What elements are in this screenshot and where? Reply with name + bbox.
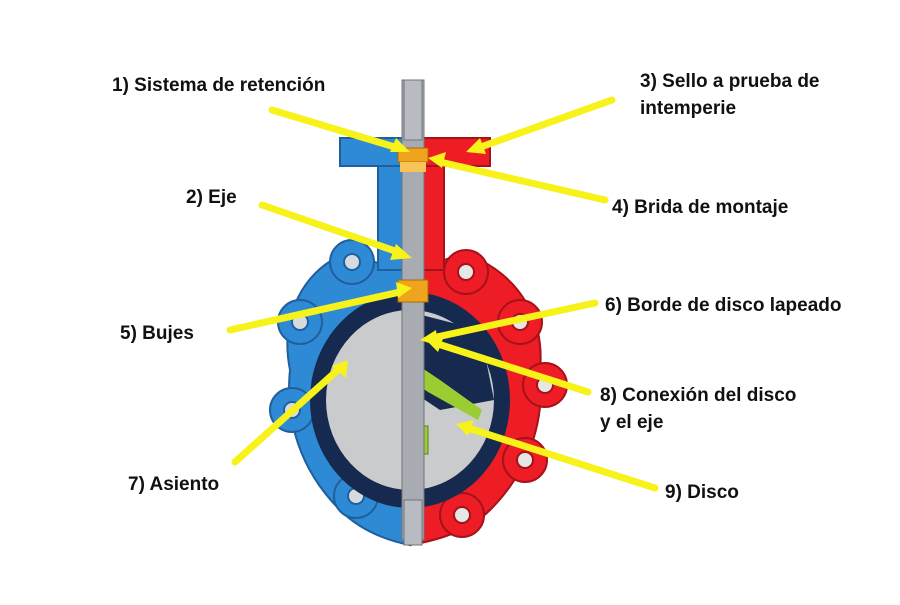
arrow-3 <box>466 96 616 154</box>
label-3: 3) Sello a prueba de intemperie <box>640 68 820 122</box>
label-6: 6) Borde de disco lapeado <box>605 295 842 316</box>
label-8-line-2: y el eje <box>600 412 664 433</box>
label-7: 7) Asiento <box>128 474 220 495</box>
label-9: 9) Disco <box>665 482 739 503</box>
stem-bottom <box>403 499 423 546</box>
label-8: 8) Conexión del disco y el eje <box>600 382 796 436</box>
label-5: 5) Bujes <box>120 323 194 344</box>
label-3-line-2: intemperie <box>640 98 737 119</box>
callout-arrows <box>226 96 659 492</box>
arrow-1 <box>268 106 410 152</box>
label-4: 4) Brida de montaje <box>612 197 789 218</box>
weather-seal <box>400 162 426 172</box>
arrow-2 <box>258 201 412 260</box>
label-8-line-1: 8) Conexión del disco <box>600 385 797 406</box>
label-2: 2) Eje <box>186 187 237 208</box>
arrow-8 <box>426 336 592 396</box>
arrow-9 <box>456 420 659 492</box>
label-1: 1) Sistema de retención <box>112 75 326 96</box>
stem-top <box>403 79 423 141</box>
disc-stem-connection <box>410 360 482 420</box>
arrow-5 <box>226 282 412 334</box>
arrow-7 <box>231 360 348 466</box>
label-3-line-1: 3) Sello a prueba de <box>640 71 820 92</box>
arrow-4 <box>428 152 609 204</box>
